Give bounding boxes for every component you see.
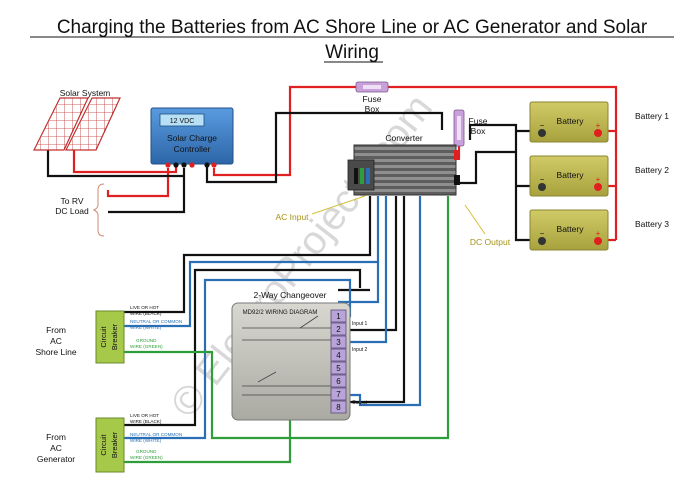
shore-live-1: LIVE OR HOT (130, 305, 159, 310)
negative-wires (46, 111, 538, 427)
changeover-output: Output (352, 400, 368, 406)
battery-1-plus: + (596, 121, 601, 130)
dc-load: To RV DC Load (55, 183, 105, 237)
fuse-top-label-2: Box (365, 104, 380, 114)
title-line-1: Charging the Batteries from AC Shore Lin… (57, 17, 648, 38)
battery-3: Battery − + Battery 3 (529, 209, 669, 251)
terminal-2-label: 2 (336, 325, 341, 334)
terminal-2 (330, 322, 347, 336)
gen-breaker-label-2: Breaker (110, 431, 119, 458)
terminal-6-label: 6 (336, 377, 341, 386)
dc-load-label-2: DC Load (55, 206, 89, 216)
solar-panels: Solar System (33, 88, 121, 151)
terminal-6 (330, 374, 347, 388)
controller-display-text: 12 VDC (170, 118, 195, 125)
terminal-4-label: 4 (336, 351, 341, 360)
fuse-right-label-2: Box (471, 126, 486, 136)
source-generator: From AC Generator Circuit Breaker LIVE O… (37, 413, 182, 473)
terminal-5-label: 5 (336, 364, 341, 373)
gen-live-1: LIVE OR HOT (130, 413, 159, 418)
shore-neutral-2: WIRE (WHITE) (130, 325, 162, 330)
gen-label-3: Generator (37, 454, 75, 464)
shore-breaker-label-2: Breaker (110, 323, 119, 350)
battery-2-label: Battery (557, 170, 585, 180)
ground-wires (124, 196, 450, 464)
dc-output-callout: DC Output (464, 204, 511, 247)
battery-1-side-label: Battery 1 (635, 111, 669, 121)
changeover-model: MD92/2 WIRING DIAGRAM (243, 310, 318, 316)
fuse-box-right: Fuse Box (453, 109, 488, 147)
shore-breaker-label-1: Circuit (99, 325, 108, 347)
battery-3-plus: + (596, 229, 601, 238)
converter: Converter (347, 133, 460, 196)
gen-ground-1: GROUND (136, 449, 157, 454)
ac-input-callout: AC Input (275, 195, 366, 222)
converter-label: Converter (385, 133, 422, 143)
battery-2-minus: − (540, 175, 545, 184)
battery-1-label: Battery (557, 116, 585, 126)
shore-label-2: AC (50, 336, 62, 346)
shore-label-3: Shore Line (35, 347, 76, 357)
shore-neutral-1: NEUTRAL OR COMMON (130, 319, 182, 324)
shore-label-1: From (46, 325, 66, 335)
gen-circuit-breaker (95, 417, 125, 473)
changeover-input2: Input 2 (352, 347, 368, 353)
ac-input-label: AC Input (275, 212, 309, 222)
terminal-1 (330, 309, 347, 323)
terminal-4 (330, 348, 347, 362)
battery-1: Battery − + Battery 1 (529, 101, 669, 143)
gen-neutral-2: WIRE (WHITE) (130, 438, 162, 443)
fuse-box-top: Fuse Box (355, 81, 389, 114)
fuse-right-label-1: Fuse (469, 116, 488, 126)
dc-load-label-1: To RV (61, 196, 84, 206)
changeover-input1: Input 1 (352, 321, 368, 327)
terminal-7 (330, 387, 347, 401)
terminal-5 (330, 361, 347, 375)
controller-display (159, 113, 205, 127)
solar-panel-right (65, 97, 121, 151)
solar-system-label: Solar System (60, 88, 111, 98)
battery-3-minus: − (540, 229, 545, 238)
gen-label-2: AC (50, 443, 62, 453)
shore-live-2: WIRE (BLACK) (130, 311, 162, 316)
gen-neutral-1: NEUTRAL OR COMMON (130, 432, 182, 437)
gen-live-2: WIRE (BLACK) (130, 419, 162, 424)
terminal-3-label: 3 (336, 338, 341, 347)
solar-charge-controller: 12 VDC Solar Charge Controller (150, 107, 234, 168)
battery-3-side-label: Battery 3 (635, 219, 669, 229)
terminal-1-label: 1 (336, 312, 341, 321)
battery-2-side-label: Battery 2 (635, 165, 669, 175)
source-shore-line: From AC Shore Line Circuit Breaker LIVE … (35, 305, 182, 364)
terminal-8 (330, 400, 347, 414)
gen-breaker-label-1: Circuit (99, 433, 108, 455)
battery-2-plus: + (596, 175, 601, 184)
changeover-switch: 2-Way Changeover MD92/2 WIRING DIAGRAM 1… (231, 290, 368, 421)
terminal-7-label: 7 (336, 390, 341, 399)
dc-output-label: DC Output (470, 237, 511, 247)
solar-panel-left (33, 97, 89, 151)
shore-circuit-breaker (95, 310, 125, 364)
controller-label-1: Solar Charge (167, 133, 217, 143)
controller-label-2: Controller (174, 144, 211, 154)
title-line-2: Wiring (325, 42, 379, 63)
battery-1-minus: − (540, 121, 545, 130)
gen-ground-2: WIRE (GREEN) (130, 455, 163, 460)
changeover-title: 2-Way Changeover (254, 290, 327, 300)
battery-2: Battery − + Battery 2 (529, 155, 669, 197)
shore-ground-1: GROUND (136, 338, 157, 343)
terminal-3 (330, 335, 347, 349)
shore-ground-2: WIRE (GREEN) (130, 344, 163, 349)
terminal-block: 1 2 3 4 5 6 7 8 (330, 309, 347, 414)
fuse-top-label-1: Fuse (363, 94, 382, 104)
gen-label-1: From (46, 432, 66, 442)
terminal-8-label: 8 (336, 403, 341, 412)
battery-3-label: Battery (557, 224, 585, 234)
